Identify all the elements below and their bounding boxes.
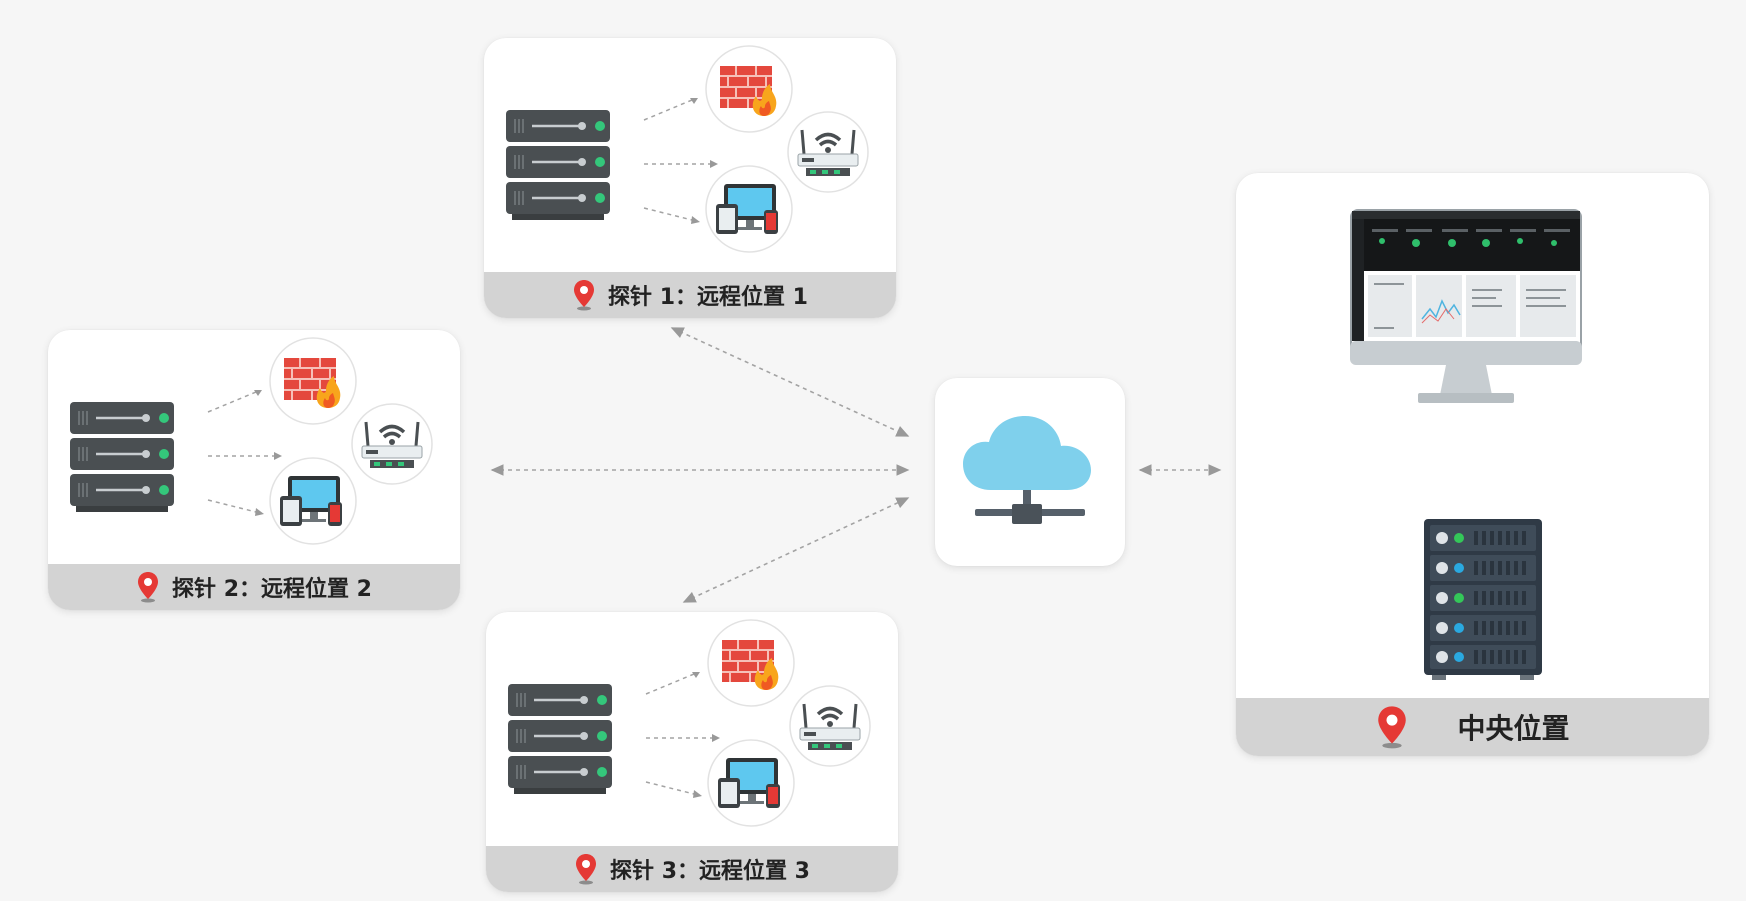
caption-bar: 探针 2：远程位置 2 (48, 564, 460, 610)
caption-bar: 探针 1：远程位置 1 (484, 272, 896, 318)
probe-label: 探针 1：远程位置 1 (608, 285, 808, 310)
server-tower-icon (1424, 519, 1542, 680)
cloud-network-icon (963, 416, 1091, 524)
arrow-probe3-cloud (682, 497, 910, 603)
caption-bar: 探针 3：远程位置 3 (486, 846, 898, 892)
wifi-router-icon (787, 111, 869, 193)
arrow-probe1-cloud (670, 327, 910, 437)
monitor-dashboard-icon (1350, 209, 1582, 403)
firewall-icon (707, 619, 795, 707)
probe-card-2: 探针 2：远程位置 2 (48, 330, 460, 610)
probe-card-3: 探针 3：远程位置 3 (486, 612, 898, 892)
probe-label: 探针 3：远程位置 3 (610, 859, 810, 884)
firewall-icon (705, 45, 793, 133)
probe-device-arrows (643, 98, 718, 224)
wifi-router-icon (351, 403, 433, 485)
server-rack-icon (506, 110, 610, 220)
probe-device-arrows (207, 390, 282, 516)
probe-card-1: 探针 1：远程位置 1 (484, 38, 896, 318)
cloud-card (935, 378, 1125, 566)
devices-icon (707, 739, 795, 827)
server-rack-icon (508, 684, 612, 794)
map-pin-icon (1378, 706, 1407, 749)
firewall-icon (269, 337, 357, 425)
map-pin-icon (574, 280, 595, 311)
probe-label: 探针 2：远程位置 2 (172, 577, 372, 602)
map-pin-icon (138, 572, 159, 603)
wifi-router-icon (789, 685, 871, 767)
devices-icon (269, 457, 357, 545)
central-label: 中央位置 (1457, 712, 1570, 745)
caption-bar: 中央位置 (1236, 698, 1709, 756)
devices-icon (705, 165, 793, 253)
map-pin-icon (576, 854, 597, 885)
probe-device-arrows (645, 672, 720, 798)
server-rack-icon (70, 402, 174, 512)
central-card: 中央位置 (1236, 173, 1709, 756)
